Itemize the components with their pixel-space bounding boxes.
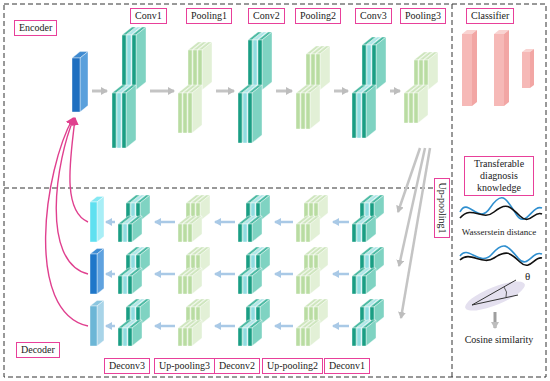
feature-map [118,320,142,346]
flow-arrow [216,90,234,93]
feature-map [238,268,262,294]
flow-arrow [215,221,235,224]
feature-map [248,32,272,90]
flow-arrow [276,90,292,93]
layer-label: Pooling1 [186,8,232,24]
feature-map [352,216,376,242]
layer-label: Deconv2 [214,358,260,374]
layer-label: Deconv3 [104,358,150,374]
feature-map [296,268,320,294]
label-text: Classifier [471,10,509,22]
feature-map [296,85,320,129]
label-text: Decoder [21,344,55,356]
label-text: Transferable diagnosis knowledge [469,158,529,194]
feature-map [414,52,438,90]
feature-map [404,85,428,123]
label-text: Conv2 [253,10,280,22]
label-text: Conv3 [360,10,387,22]
feature-map [352,85,376,138]
label-text: Deconv2 [219,360,255,372]
flow-arrow [150,90,174,93]
layer-label: Conv2 [248,8,285,24]
layer-label: Classifier [466,8,514,24]
reconstructed-signal [90,196,104,242]
layer-label: Transferable diagnosis knowledge [464,156,534,196]
label-text: Pooling3 [405,10,441,22]
method-label: Wasserstein distance [461,226,538,238]
layer-label: Pooling2 [295,8,341,24]
layer-label: Up-pooling1 [434,178,450,238]
feature-map [362,37,386,90]
flow-arrow [215,273,235,276]
label-text: Deconv3 [109,360,145,372]
flow-arrow [155,221,175,224]
layer-label: Conv3 [355,8,392,24]
flow-arrow [106,273,115,276]
feature-map [238,85,262,143]
angle-symbol: θ [524,270,531,282]
distribution-curves [460,198,542,266]
method-label: Cosine similarity [464,334,535,346]
feature-map [178,216,202,242]
label-text: Up-pooling2 [267,360,318,372]
frame [4,4,546,377]
feature-map [296,320,320,346]
feature-map [178,85,202,133]
feature-map [178,268,202,294]
feature-map [352,320,376,346]
input-signal [72,52,88,112]
feature-map [188,42,212,90]
flow-arrow [334,90,348,93]
label-text: Conv1 [135,10,162,22]
reconstructed-signal [90,248,104,294]
label-text: Up-pooling1 [436,182,448,233]
layer-label: Conv1 [130,8,167,24]
layer-label: Encoder [14,20,57,36]
label-text: Deconv1 [329,360,365,372]
flow-arrow [106,325,115,328]
label-text: Pooling1 [191,10,227,22]
layer-label: Pooling3 [400,8,446,24]
flow-arrow [155,325,175,328]
layer-label: Decoder [16,342,60,358]
feature-map [118,216,142,242]
layer-label: Up-pooling3 [154,358,215,374]
feature-map [122,27,146,90]
layer-label: Deconv1 [324,358,370,374]
classifier-bars [462,30,534,106]
flow-arrow [333,273,349,276]
feature-map [112,85,136,148]
divider [4,188,452,189]
flow-arrow [106,221,115,224]
flow-arrow [275,273,293,276]
label-text: Pooling2 [300,10,336,22]
flow-arrow [92,90,107,93]
feedback-arrow [46,118,88,326]
feature-map [238,320,262,346]
flow-arrow [275,221,293,224]
feature-map [296,216,320,242]
reconstructed-signal [90,300,104,346]
feedback-arrow [56,118,88,274]
divider [452,4,453,377]
flow-arrow [155,273,175,276]
feature-map [306,46,330,90]
cosine-figure [462,276,528,328]
flow-arrow [333,325,349,328]
feedback-arrow [70,118,88,222]
feature-map [178,320,202,346]
flow-arrow [215,325,235,328]
feature-map [118,268,142,294]
layer-label: Up-pooling2 [262,358,323,374]
flow-arrow [333,221,349,224]
feature-map [352,268,376,294]
flow-arrow [275,325,293,328]
flow-arrow [401,148,430,318]
flow-arrow [390,90,400,93]
label-text: Up-pooling3 [159,360,210,372]
label-text: Encoder [19,22,52,34]
feature-map [238,216,262,242]
